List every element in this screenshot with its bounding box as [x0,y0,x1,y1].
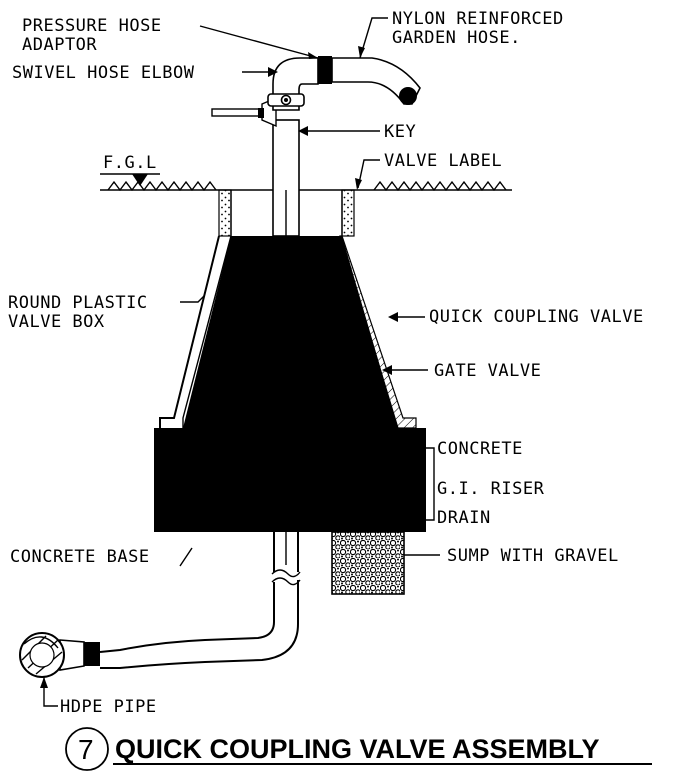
label-nylon-hose-2: GARDEN HOSE. [392,28,521,48]
drain-pipe [99,532,301,669]
concrete-block [154,428,426,532]
leader-lines [40,17,440,707]
label-valve-label: VALVE LABEL [384,151,502,171]
title-text: QUICK COUPLING VALVE ASSEMBLY [115,734,600,764]
key-handle [211,96,277,128]
label-valve-box-2: VALVE BOX [8,312,105,332]
label-swivel-hose-elbow: SWIVEL HOSE ELBOW [12,63,195,83]
hose-end [399,87,417,105]
label-fgl: F.G.L [103,153,157,173]
hose-adaptor [318,56,332,84]
label-gate-valve: GATE VALVE [434,361,541,381]
hdpe-pipe-section [19,632,65,678]
label-nylon-hose-1: NYLON REINFORCED [392,9,564,29]
fgl-marker [132,174,148,186]
title-number: 7 [78,734,94,765]
title-block: 7 QUICK COUPLING VALVE ASSEMBLY [65,727,652,771]
gravel-sump [331,531,405,595]
label-gi-riser: G.I. RISER [437,479,545,499]
label-concrete: CONCRETE [437,439,523,459]
labels: PRESSURE HOSE ADAPTOR NYLON REINFORCED G… [8,9,644,717]
riser-pipe [272,119,300,237]
title-number-circle [65,727,109,771]
label-pressure-hose-1: PRESSURE HOSE [22,16,162,36]
label-concrete-base: CONCRETE BASE [10,547,150,567]
label-valve-box-1: ROUND PLASTIC [8,293,148,313]
ground-line [100,180,512,192]
label-pressure-hose-2: ADAPTOR [22,35,97,55]
swivel-elbow [267,57,319,111]
label-key: KEY [384,122,416,142]
valve-box-lid [217,189,356,237]
valve-body [183,236,398,428]
label-hdpe-pipe: HDPE PIPE [60,697,157,717]
label-drain: DRAIN [437,508,491,528]
label-quick-coupling-valve: QUICK COUPLING VALVE [429,307,644,327]
label-sump-with-gravel: SUMP WITH GRAVEL [447,546,619,566]
hdpe-coupling [84,642,100,666]
